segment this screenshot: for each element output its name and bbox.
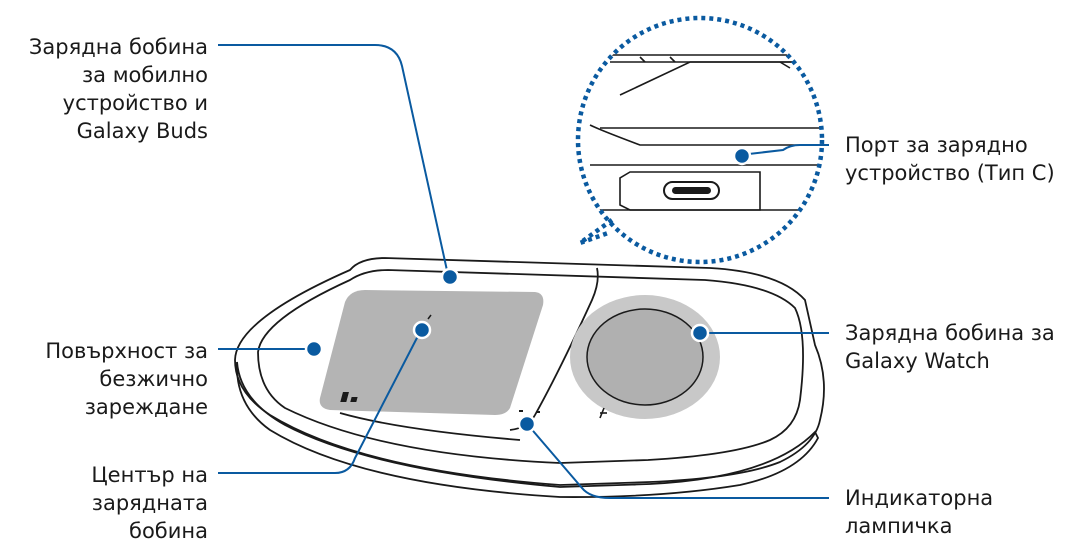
leader-coil-center xyxy=(218,331,421,474)
charger-lower-rim xyxy=(339,412,521,441)
watch-coil-center xyxy=(586,308,704,406)
leader-lines xyxy=(218,44,829,499)
dot-wireless-surface xyxy=(304,339,324,359)
charger-body xyxy=(234,257,825,498)
label-indicator: Индикаторна лампичка xyxy=(845,486,994,538)
coil-center-mark xyxy=(427,314,432,320)
indicator-lights xyxy=(519,410,540,413)
buds-icon xyxy=(340,392,358,402)
label-wireless-surface: Повърхност за безжично зареждане xyxy=(45,339,208,419)
phone-coil-pad xyxy=(319,290,544,415)
label-coil-center: Център на зарядната бобина xyxy=(91,463,208,543)
label-port: Порт за зарядно устройство (Тип C) xyxy=(845,133,1055,185)
leader-phone-coil xyxy=(218,44,449,276)
dot-phone-coil xyxy=(440,267,460,287)
label-phone-coil: Зарядна бобина за мобилно устройство и G… xyxy=(28,35,208,143)
charger-top-inset xyxy=(257,269,804,464)
zoom-pointer xyxy=(578,218,614,246)
dot-indicator xyxy=(517,414,537,434)
dot-watch-coil xyxy=(690,323,710,343)
dot-coil-center xyxy=(412,320,432,340)
leader-port xyxy=(739,144,829,156)
watch-icon xyxy=(599,407,607,419)
usb-c-port-housing xyxy=(619,171,761,211)
charger-base-edge xyxy=(236,361,820,498)
leader-dots xyxy=(304,146,752,434)
zoom-circle xyxy=(575,15,825,265)
label-watch-coil: Зарядна бобина за Galaxy Watch xyxy=(845,321,1055,373)
leader-indicator xyxy=(527,424,829,499)
dot-port xyxy=(732,146,752,166)
